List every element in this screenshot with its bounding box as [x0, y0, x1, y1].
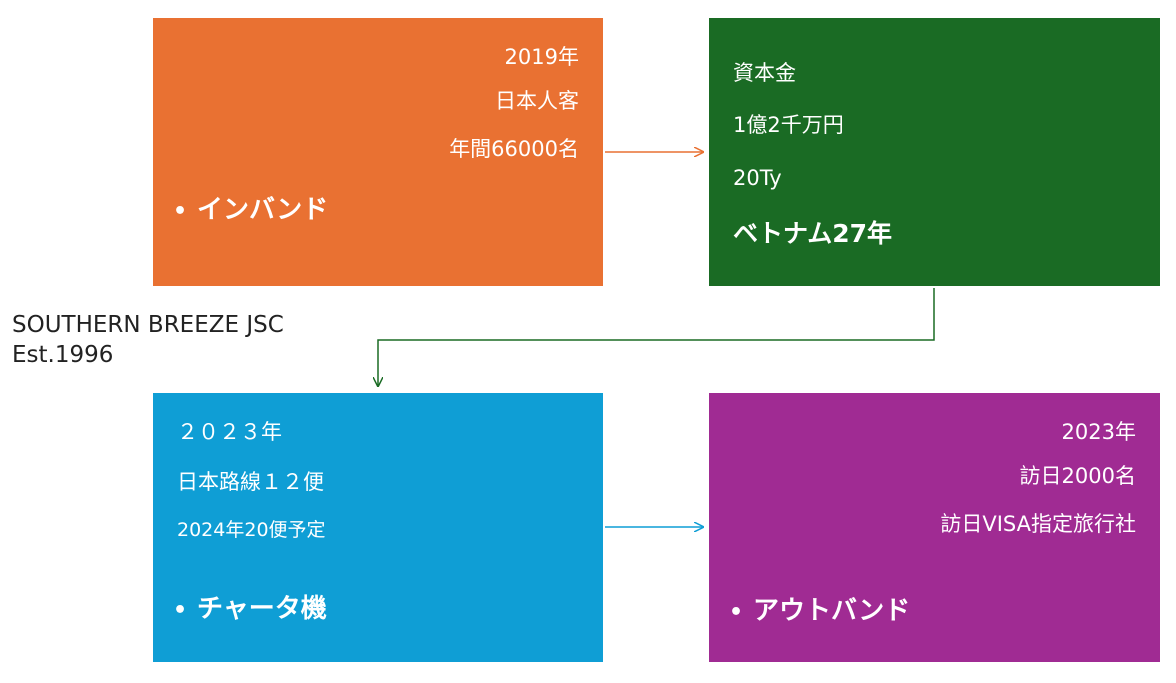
inbound-title: • インバンド	[173, 194, 328, 228]
capital-title: ベトナム27年	[733, 219, 893, 248]
charter-line-routes: 日本路線１２便	[177, 470, 324, 494]
arrow-capital-to-charter	[378, 288, 935, 386]
outbound-title-text: アウトバンド	[753, 596, 911, 626]
outbound-box: 2023年 訪日2000名 訪日VISA指定旅行社 • アウトバンド	[709, 393, 1160, 662]
inbound-line-annual: 年間66000名	[449, 137, 579, 161]
inbound-line-customers: 日本人客	[495, 89, 579, 113]
charter-box: ２０２３年 日本路線１２便 2024年20便予定 • チャータ機	[153, 393, 603, 662]
capital-box: 資本金 1億2千万円 20Ty ベトナム27年	[709, 18, 1160, 286]
capital-line-amount: 1億2千万円	[733, 113, 844, 137]
company-established: Est.1996	[12, 342, 114, 368]
capital-line-label: 資本金	[733, 61, 796, 85]
outbound-line-visitors: 訪日2000名	[1019, 464, 1136, 488]
company-name: SOUTHERN BREEZE JSC	[12, 312, 284, 338]
charter-line-year: ２０２３年	[177, 420, 282, 444]
inbound-line-year: 2019年	[504, 45, 579, 69]
outbound-line-visa: 訪日VISA指定旅行社	[940, 512, 1136, 536]
outbound-line-year: 2023年	[1061, 420, 1136, 444]
bullet-icon: •	[173, 199, 188, 224]
charter-title-text: チャータ機	[197, 594, 327, 624]
bullet-icon: •	[729, 600, 744, 625]
outbound-title: • アウトバンド	[729, 595, 910, 629]
charter-line-plan: 2024年20便予定	[177, 519, 326, 541]
company-label: SOUTHERN BREEZE JSC Est.1996	[12, 310, 284, 370]
capital-line-ty: 20Ty	[733, 166, 782, 190]
inbound-title-text: インバンド	[197, 195, 329, 225]
bullet-icon: •	[173, 598, 188, 623]
inbound-box: 2019年 日本人客 年間66000名 • インバンド	[153, 18, 603, 286]
charter-title: • チャータ機	[173, 593, 327, 627]
